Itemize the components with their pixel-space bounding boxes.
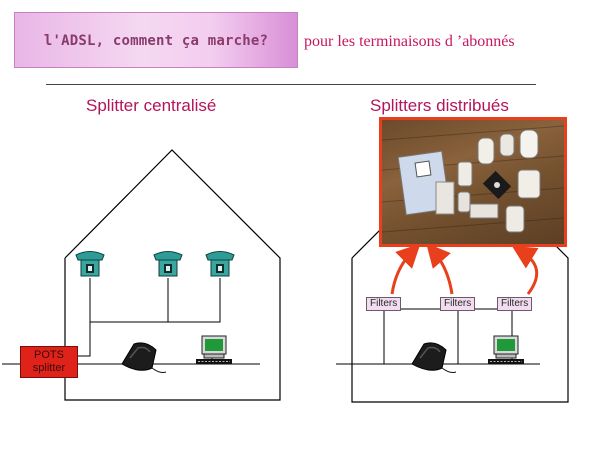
telephone-icon [75, 251, 105, 277]
filter-label: Filters [440, 297, 476, 311]
pots-splitter-box: POTS splitter [20, 346, 78, 378]
filter-label: Filters [497, 297, 533, 311]
computer-icon [487, 335, 525, 365]
filter-label: Filters [366, 297, 402, 311]
arrows [390, 242, 539, 295]
divider-line [46, 84, 536, 85]
telephone-icon [153, 251, 183, 277]
adsl-modem-icon [411, 342, 457, 374]
computer-icon [195, 335, 233, 365]
splitters-photo [379, 117, 567, 247]
curved-arrow-icon [390, 243, 421, 295]
telephone-icon [205, 251, 235, 277]
banner-title: l'ADSL, comment ça marche? [43, 33, 269, 49]
title-banner: l'ADSL, comment ça marche? [14, 12, 298, 68]
left-heading: Splitter centralisé [86, 96, 217, 115]
pots-splitter-label: POTS splitter [32, 349, 66, 374]
slide-subtitle: pour les terminaisons d ’abonnés [304, 33, 515, 50]
adsl-modem-icon [121, 342, 167, 374]
right-heading: Splitters distribués [370, 96, 509, 115]
curved-arrow-icon [426, 242, 454, 295]
curved-arrow-icon [511, 245, 539, 295]
